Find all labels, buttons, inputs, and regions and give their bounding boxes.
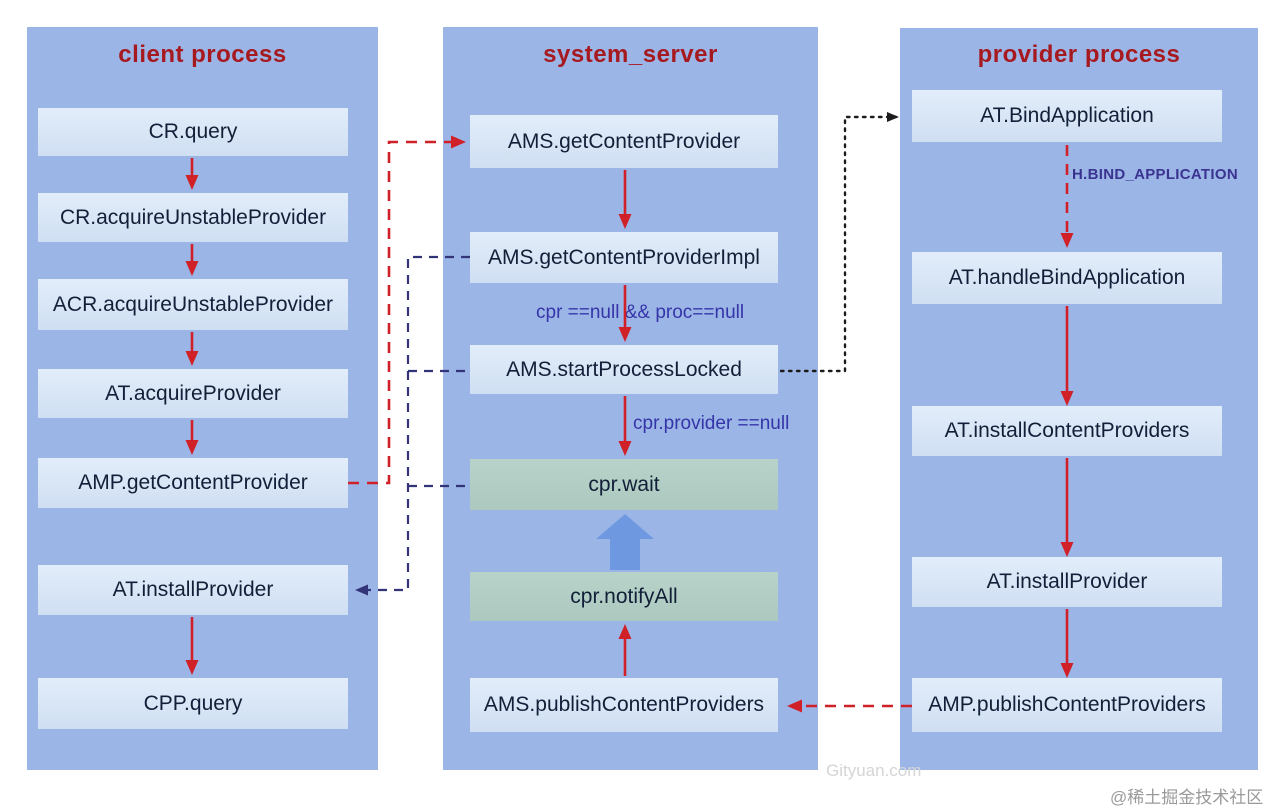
node-cpp-query: CPP.query bbox=[38, 678, 348, 729]
provider-process-column bbox=[900, 28, 1258, 770]
condition-cpr-null-proc-null: cpr ==null && proc==null bbox=[536, 302, 745, 323]
condition-cpr-provider-null: cpr.provider ==null bbox=[633, 413, 790, 434]
node-at-installprovider-provider: AT.installProvider bbox=[912, 557, 1222, 607]
system-server-title: system_server bbox=[543, 41, 718, 68]
provider-process-title: provider process bbox=[977, 41, 1181, 68]
node-acr-acquireunstableprovider: ACR.acquireUnstableProvider bbox=[38, 279, 348, 330]
client-process-title: client process bbox=[118, 41, 287, 68]
node-cr-query: CR.query bbox=[38, 108, 348, 156]
node-at-bindapplication: AT.BindApplication bbox=[912, 90, 1222, 142]
node-cpr-wait: cpr.wait bbox=[470, 459, 778, 510]
watermark-juejin-community: @稀土掘金技术社区 bbox=[1110, 788, 1264, 807]
label-h-bind-application: H.BIND_APPLICATION bbox=[1072, 166, 1238, 183]
node-ams-publishcontentproviders: AMS.publishContentProviders bbox=[470, 678, 778, 732]
node-ams-getcontentproviderimpl: AMS.getContentProviderImpl bbox=[470, 232, 778, 283]
node-at-acquireprovider: AT.acquireProvider bbox=[38, 369, 348, 418]
node-at-installprovider-client: AT.installProvider bbox=[38, 565, 348, 615]
watermark-gityuan: Gityuan.com bbox=[826, 761, 922, 780]
node-cpr-notifyall: cpr.notifyAll bbox=[470, 572, 778, 621]
node-cr-acquireunstableprovider: CR.acquireUnstableProvider bbox=[38, 193, 348, 242]
node-ams-getcontentprovider: AMS.getContentProvider bbox=[470, 115, 778, 168]
node-at-installcontentproviders: AT.installContentProviders bbox=[912, 406, 1222, 456]
node-ams-startprocesslocked: AMS.startProcessLocked bbox=[470, 345, 778, 394]
node-amp-publishcontentproviders: AMP.publishContentProviders bbox=[912, 678, 1222, 732]
node-at-handlebindapplication: AT.handleBindApplication bbox=[912, 252, 1222, 304]
node-amp-getcontentprovider: AMP.getContentProvider bbox=[38, 458, 348, 508]
